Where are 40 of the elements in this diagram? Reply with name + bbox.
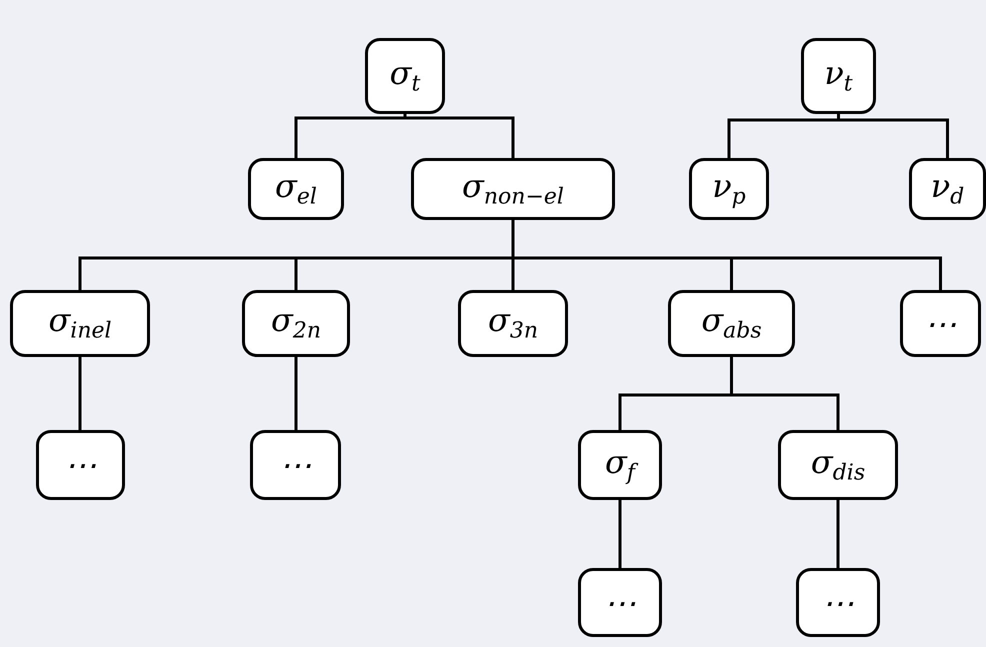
math-symbol: σ$_{dis}$ — [810, 446, 866, 484]
node-box — [796, 568, 880, 637]
node-box — [578, 430, 662, 500]
node-box — [909, 158, 986, 220]
math-symbol: σ$_{t}$ — [390, 56, 420, 96]
math-symbol: σ$_{inel}$ — [48, 304, 112, 343]
node-box — [250, 430, 341, 500]
node-box — [900, 290, 981, 357]
tree-connector — [78, 357, 82, 430]
node-box — [458, 290, 568, 357]
node-box — [689, 158, 769, 220]
tree-connector — [730, 357, 840, 430]
math-symbol: ⋯ — [280, 449, 312, 481]
node-box — [365, 38, 445, 114]
tree-connector — [836, 500, 840, 568]
math-symbol: ⋯ — [924, 308, 956, 340]
math-symbol: σ$_{abs}$ — [701, 304, 762, 343]
node-box — [10, 290, 150, 357]
math-symbol: σ$_{el}$ — [275, 170, 317, 208]
math-symbol: σ$_{2n}$ — [270, 304, 321, 343]
math-symbol: ν$_{t}$ — [824, 56, 853, 96]
node-box — [36, 430, 125, 500]
math-symbol: σ$_{non−el}$ — [462, 170, 564, 208]
math-symbol: ⋯ — [64, 449, 96, 481]
node-box — [668, 290, 795, 357]
node-box — [778, 430, 898, 500]
tree-connector — [404, 114, 514, 158]
math-symbol: ⋯ — [822, 586, 854, 618]
node-box — [242, 290, 350, 357]
tree-connector — [618, 500, 622, 568]
tree-connector — [294, 114, 406, 158]
node-box — [411, 158, 615, 220]
node-box — [801, 38, 876, 114]
math-symbol: ν$_{p}$ — [712, 170, 746, 208]
math-symbol: ν$_{d}$ — [930, 170, 964, 208]
tree-connector — [294, 357, 298, 430]
node-box — [578, 568, 662, 637]
math-symbol: σ$_{3n}$ — [488, 304, 538, 343]
math-symbol: ⋯ — [604, 586, 636, 618]
node-box — [248, 158, 344, 220]
